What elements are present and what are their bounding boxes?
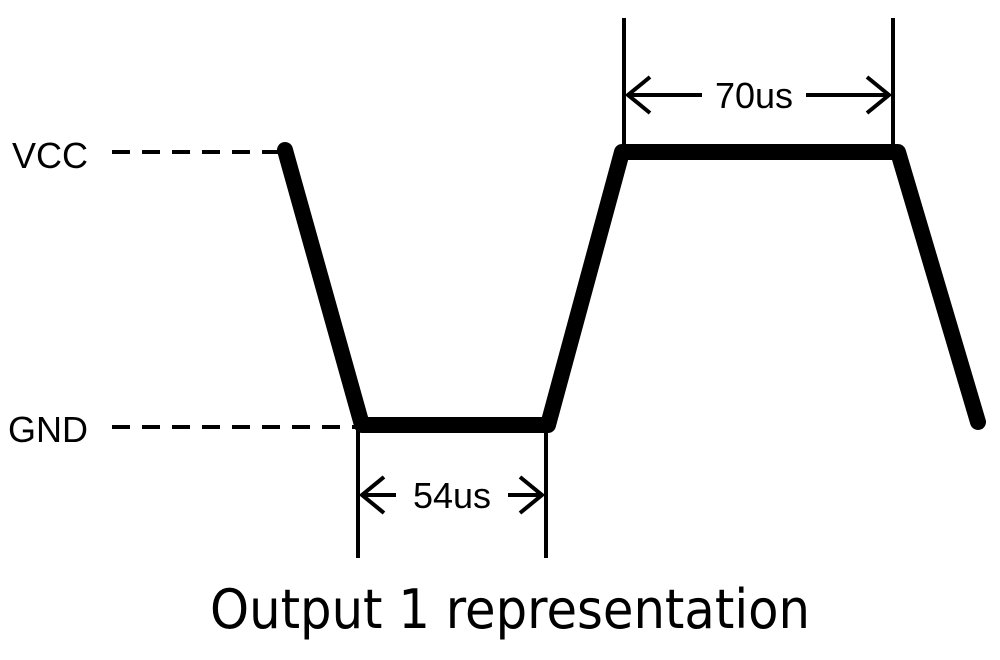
vcc-label: VCC — [12, 135, 88, 176]
high-pulse-arrow-right-head — [865, 75, 893, 115]
gnd-label: GND — [8, 409, 88, 450]
high-pulse-arrow-left-head — [624, 75, 652, 115]
diagram-caption: Output 1 representation — [210, 578, 810, 641]
low-pulse-duration-label: 54us — [413, 475, 491, 516]
high-pulse-duration-label: 70us — [715, 75, 793, 116]
signal-waveform — [277, 142, 986, 433]
low-pulse-arrow-left-head — [358, 475, 386, 515]
low-pulse-arrow-right-head — [518, 475, 546, 515]
